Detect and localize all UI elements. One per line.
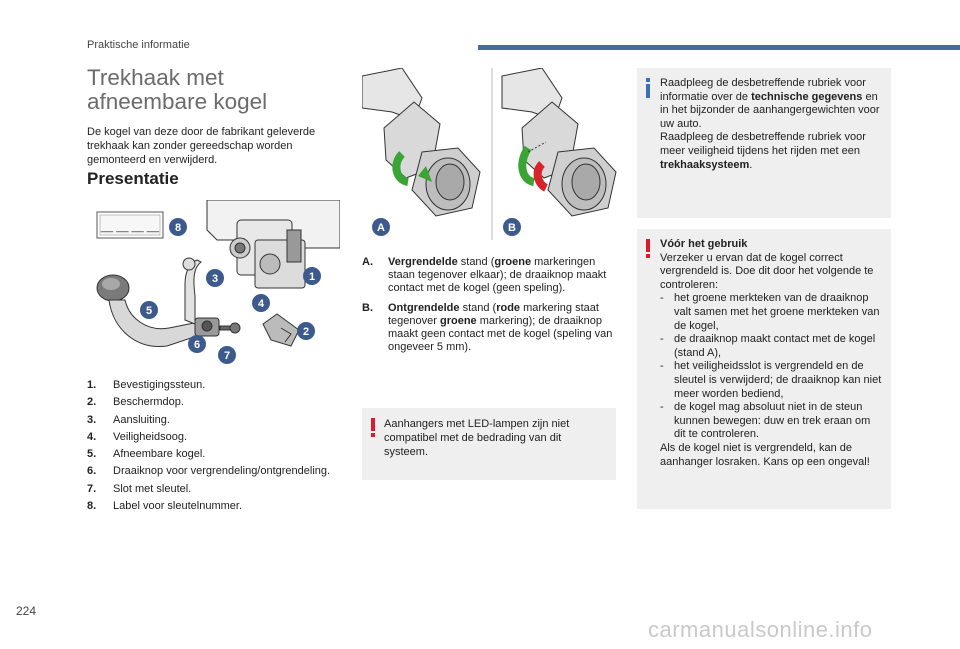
callout-4: 4 (252, 294, 270, 312)
callout-7: 7 (218, 346, 236, 364)
lock-state-illustration: A B (362, 68, 617, 240)
state-unlocked: B. Ontgrendelde stand (rode markering st… (362, 302, 613, 353)
before-use-outro: Als de kogel niet is vergrendeld, kan de… (660, 441, 870, 468)
watermark: carmanualsonline.info (648, 617, 873, 642)
key-number-label: __ __ __ __ (96, 211, 164, 239)
svg-text:3: 3 (212, 273, 218, 285)
warning-icon (646, 239, 650, 258)
lock-states: A. Vergrendelde stand (groene markeringe… (362, 256, 618, 361)
header-bar (478, 45, 960, 50)
callout-5: 5 (140, 301, 158, 319)
svg-text:5: 5 (146, 305, 152, 317)
component-legend: 1.Bevestigingssteun. 2.Beschermdop. 3.Aa… (87, 377, 347, 515)
key-label-placeholder: __ __ __ __ (100, 221, 160, 233)
legend-item: 2.Beschermdop. (87, 396, 184, 409)
protective-cap (262, 313, 300, 347)
legend-item: 6.Draaiknop voor vergrendeling/ontgrende… (87, 465, 331, 478)
legend-item: 8.Label voor sleutelnummer. (87, 500, 243, 513)
list-item: -de kogel mag absoluut niet in de steun … (660, 401, 871, 441)
info-paragraph-2: Raadpleeg de desbetreffende rubriek voor… (660, 131, 866, 171)
warning-icon (371, 418, 375, 437)
svg-text:B: B (508, 222, 516, 234)
knob-unlocked (501, 68, 617, 217)
list-item: -de draaiknop maakt contact met de kogel… (660, 333, 876, 359)
label-a: A (372, 218, 390, 236)
legend-item: 4.Veiligheidsoog. (87, 430, 188, 443)
towbar-components-illustration: __ __ __ __ 8 1 3 (87, 200, 340, 370)
legend-item: 7.Slot met sleutel. (87, 482, 192, 495)
before-use-warning-box: Vóór het gebruik Verzeker u ervan dat de… (637, 229, 891, 509)
svg-text:6: 6 (194, 339, 200, 351)
info-box: Raadpleeg de desbetreffende rubriek voor… (637, 68, 891, 218)
legend-item: 1.Bevestigingssteun. (87, 379, 206, 391)
section-title: Presentatie (87, 169, 179, 188)
info-paragraph-1: Raadpleeg de desbetreffende rubriek voor… (660, 77, 880, 130)
section-header: Praktische informatie (87, 39, 190, 51)
led-warning-box: Aanhangers met LED-lampen zijn niet comp… (362, 408, 616, 480)
svg-text:1: 1 (309, 271, 315, 283)
label-b: B (503, 218, 521, 236)
svg-text:8: 8 (175, 222, 181, 234)
before-use-intro: Verzeker u ervan dat de kogel correct ve… (660, 251, 874, 291)
callout-2: 2 (297, 322, 315, 340)
callout-3: 3 (206, 269, 224, 287)
svg-text:2: 2 (303, 326, 309, 338)
legend-item: 5.Afneembare kogel. (87, 448, 206, 461)
mounting-support (206, 200, 340, 289)
page-number: 224 (16, 604, 37, 618)
list-item: -het veiligheidsslot is vergrendeld en d… (660, 360, 882, 400)
callout-1: 1 (303, 267, 321, 285)
svg-text:7: 7 (224, 350, 230, 362)
before-use-title: Vóór het gebruik (660, 238, 748, 250)
svg-text:A: A (377, 222, 385, 234)
intro-text: De kogel van deze door de fabrikant gele… (87, 126, 316, 166)
callout-8: 8 (169, 218, 187, 236)
lock-knob (194, 317, 241, 337)
legend-item: 3.Aansluiting. (87, 413, 170, 426)
page-title: Trekhaak met afneembare kogel (87, 65, 268, 114)
knob-locked (362, 68, 481, 217)
before-use-checklist: -het groene merkteken van de draaiknop v… (660, 292, 883, 442)
list-item: -het groene merkteken van de draaiknop v… (660, 292, 880, 332)
callout-6: 6 (188, 335, 206, 353)
info-icon (646, 78, 650, 98)
svg-text:4: 4 (258, 298, 265, 310)
state-locked: A. Vergrendelde stand (groene markeringe… (362, 256, 607, 294)
led-warning-text: Aanhangers met LED-lampen zijn niet comp… (384, 418, 570, 458)
